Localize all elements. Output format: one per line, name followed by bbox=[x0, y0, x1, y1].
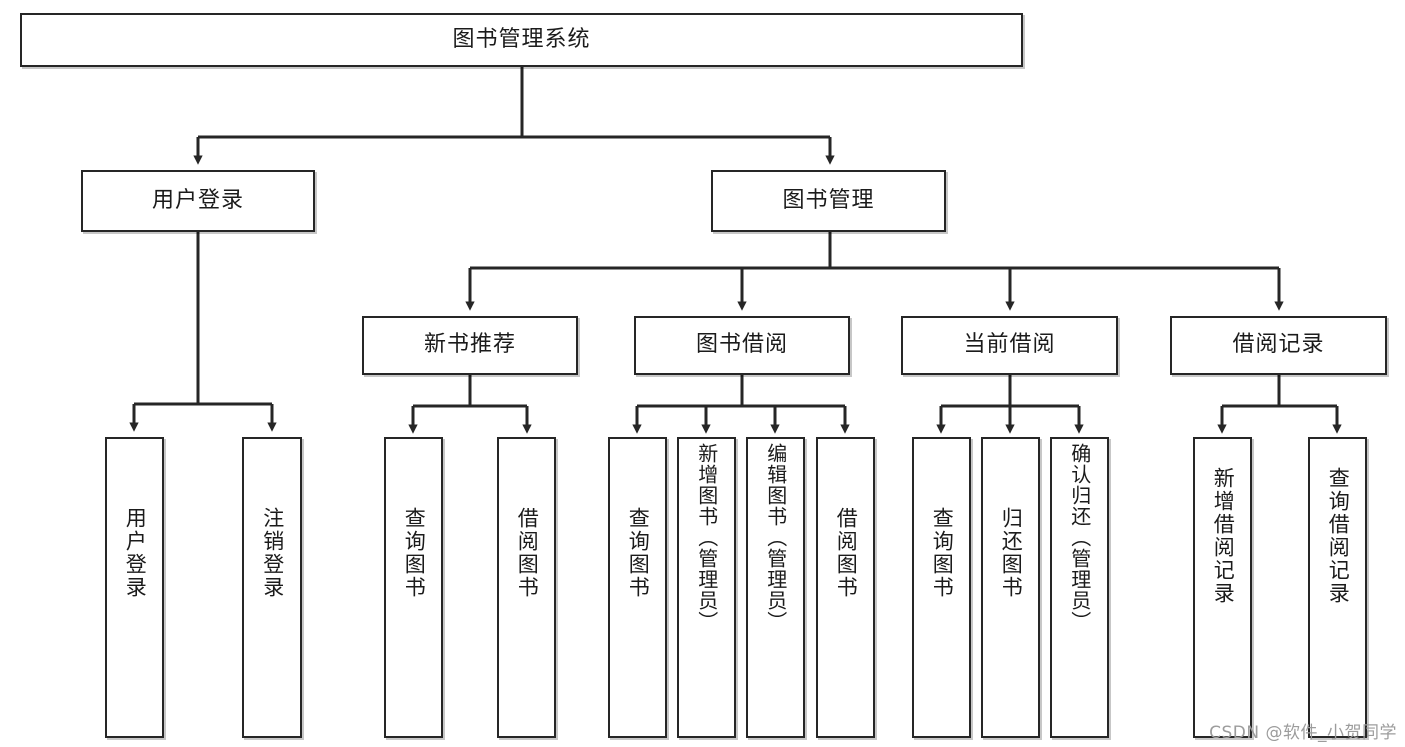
node-borrow-record[interactable]: 借阅记录 bbox=[1170, 316, 1387, 375]
leaf-user-login[interactable]: 用户登录 bbox=[105, 437, 164, 738]
node-new-book-recommend[interactable]: 新书推荐 bbox=[362, 316, 578, 375]
node-user-login-label: 用户登录 bbox=[151, 187, 244, 213]
leaf-query-book-borrow-label: 查询图书 bbox=[626, 507, 651, 599]
leaf-return-book-label: 归还图书 bbox=[999, 507, 1024, 599]
leaf-query-borrow-record[interactable]: 查询借阅记录 bbox=[1308, 437, 1367, 738]
node-current-borrow[interactable]: 当前借阅 bbox=[901, 316, 1118, 375]
leaf-edit-book-admin-label: 编辑图书（管理员） bbox=[763, 443, 788, 632]
watermark: CSDN @软件_小贺同学 bbox=[1209, 723, 1397, 743]
leaf-query-book-recommend[interactable]: 查询图书 bbox=[384, 437, 443, 738]
leaf-logout-label: 注销登录 bbox=[260, 507, 285, 599]
leaf-query-book-current-label: 查询图书 bbox=[930, 507, 955, 599]
node-root-label: 图书管理系统 bbox=[452, 26, 591, 52]
leaf-return-book[interactable]: 归还图书 bbox=[981, 437, 1040, 738]
node-borrow-record-label: 借阅记录 bbox=[1232, 332, 1325, 358]
node-root[interactable]: 图书管理系统 bbox=[20, 13, 1023, 67]
node-new-book-recommend-label: 新书推荐 bbox=[423, 332, 516, 358]
leaf-add-book-admin[interactable]: 新增图书（管理员） bbox=[677, 437, 736, 738]
leaf-confirm-return-admin-label: 确认归还（管理员） bbox=[1067, 443, 1092, 632]
node-current-borrow-label: 当前借阅 bbox=[963, 332, 1056, 358]
leaf-borrow-book[interactable]: 借阅图书 bbox=[816, 437, 875, 738]
leaf-logout[interactable]: 注销登录 bbox=[242, 437, 302, 738]
node-book-borrow-label: 图书借阅 bbox=[695, 332, 788, 358]
node-book-management-label: 图书管理 bbox=[782, 187, 875, 213]
leaf-query-book-recommend-label: 查询图书 bbox=[402, 507, 427, 599]
leaf-edit-book-admin[interactable]: 编辑图书（管理员） bbox=[746, 437, 805, 738]
leaf-borrow-book-recommend-label: 借阅图书 bbox=[515, 507, 540, 599]
leaf-query-book-current[interactable]: 查询图书 bbox=[912, 437, 971, 738]
leaf-query-borrow-record-label: 查询借阅记录 bbox=[1326, 467, 1351, 605]
leaf-add-borrow-record[interactable]: 新增借阅记录 bbox=[1193, 437, 1252, 738]
leaf-query-book-borrow[interactable]: 查询图书 bbox=[608, 437, 667, 738]
leaf-confirm-return-admin[interactable]: 确认归还（管理员） bbox=[1050, 437, 1109, 738]
leaf-borrow-book-label: 借阅图书 bbox=[834, 507, 859, 599]
node-book-management[interactable]: 图书管理 bbox=[711, 170, 946, 232]
node-book-borrow[interactable]: 图书借阅 bbox=[634, 316, 850, 375]
leaf-user-login-label: 用户登录 bbox=[123, 507, 148, 599]
node-user-login[interactable]: 用户登录 bbox=[81, 170, 315, 232]
leaf-add-book-admin-label: 新增图书（管理员） bbox=[694, 443, 719, 632]
leaf-borrow-book-recommend[interactable]: 借阅图书 bbox=[497, 437, 556, 738]
leaf-add-borrow-record-label: 新增借阅记录 bbox=[1211, 467, 1236, 605]
